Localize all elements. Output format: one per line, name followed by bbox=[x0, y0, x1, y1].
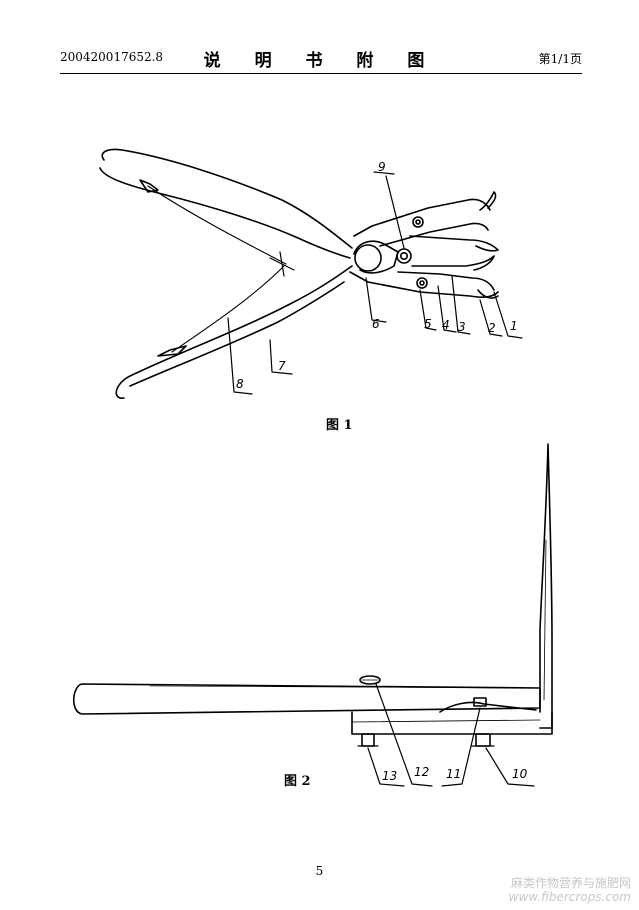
spring-wire-lower bbox=[171, 265, 285, 353]
bolt-13 bbox=[361, 733, 375, 747]
pivot-6 bbox=[354, 244, 382, 272]
leader-2 bbox=[479, 299, 503, 337]
figure1-leaders bbox=[227, 171, 523, 395]
page-header: 200420017652.8 说 明 书 附 图 第1/1页 bbox=[60, 46, 582, 71]
lower-jaw-tip bbox=[477, 289, 499, 299]
page-number: 5 bbox=[315, 864, 324, 878]
leader-9 bbox=[373, 171, 405, 249]
lower-cutter bbox=[411, 255, 495, 271]
watermark-text: 麻类作物营养与施肥网 bbox=[510, 876, 631, 890]
base-plate bbox=[351, 711, 553, 735]
upper-handle bbox=[99, 148, 353, 259]
leader-13 bbox=[367, 747, 405, 787]
label-1: 1 bbox=[510, 319, 518, 333]
leader-3 bbox=[451, 275, 471, 335]
leader-4 bbox=[437, 285, 457, 333]
bolt-10 bbox=[475, 733, 491, 747]
lower-handle bbox=[115, 265, 353, 399]
base-plate-edge bbox=[351, 719, 541, 723]
label-7: 7 bbox=[278, 359, 286, 373]
label-6: 6 bbox=[372, 317, 380, 331]
label-3: 3 bbox=[458, 320, 466, 334]
watermark-url: www.fibercrops.com bbox=[508, 890, 631, 904]
label-12: 12 bbox=[414, 765, 429, 779]
handle-bar-inner bbox=[149, 685, 531, 689]
upper-cutter bbox=[409, 235, 499, 252]
label-9: 9 bbox=[378, 160, 386, 174]
lower-handle-bracket bbox=[157, 345, 187, 357]
leader-10 bbox=[485, 747, 535, 787]
lever-11-slot bbox=[473, 697, 487, 707]
figure1-caption: 图 1 bbox=[326, 418, 353, 433]
leader-12 bbox=[375, 683, 433, 787]
label-13: 13 bbox=[382, 769, 397, 783]
pivot-9-outer bbox=[396, 248, 412, 264]
upper-handle-bracket bbox=[139, 179, 159, 193]
handle-bar bbox=[72, 683, 541, 715]
leader-6 bbox=[365, 277, 387, 323]
lever-11 bbox=[439, 701, 537, 713]
vertical-blade bbox=[539, 443, 553, 729]
label-10: 10 bbox=[512, 767, 528, 781]
leader-7 bbox=[269, 339, 293, 375]
leader-5 bbox=[419, 289, 437, 331]
lower-rivet-center bbox=[419, 280, 425, 286]
upper-rivet bbox=[412, 216, 424, 228]
label-4: 4 bbox=[442, 318, 450, 332]
leader-11 bbox=[441, 707, 481, 787]
upper-rivet-center bbox=[415, 219, 421, 225]
label-11: 11 bbox=[446, 767, 461, 781]
figure2-drawing: 13 12 11 10 bbox=[72, 443, 553, 787]
label-8: 8 bbox=[236, 377, 244, 391]
spring-clip bbox=[269, 251, 295, 277]
label-5: 5 bbox=[424, 317, 432, 331]
watermark: 麻类作物营养与施肥网 www.fibercrops.com bbox=[509, 876, 631, 904]
spring-wire-upper bbox=[147, 185, 287, 265]
leader-8 bbox=[227, 317, 253, 395]
screw-12 bbox=[359, 675, 381, 685]
label-2: 2 bbox=[488, 321, 496, 335]
page-label: 第1/1页 bbox=[538, 52, 582, 66]
pivot-9-inner bbox=[399, 252, 408, 261]
blade-inner bbox=[543, 539, 547, 701]
figure2-caption: 图 2 bbox=[284, 774, 311, 789]
upper-jaw-tip bbox=[479, 191, 497, 211]
header-rule bbox=[60, 73, 582, 74]
leader-1 bbox=[493, 291, 523, 339]
page-title: 说 明 书 附 图 bbox=[203, 51, 439, 71]
lower-rivet bbox=[416, 277, 428, 289]
upper-jaw bbox=[353, 198, 491, 247]
figure2-leaders bbox=[367, 683, 535, 787]
application-number: 200420017652.8 bbox=[60, 50, 164, 64]
figure1-drawing: 9 6 5 4 3 2 1 7 8 bbox=[99, 148, 523, 399]
